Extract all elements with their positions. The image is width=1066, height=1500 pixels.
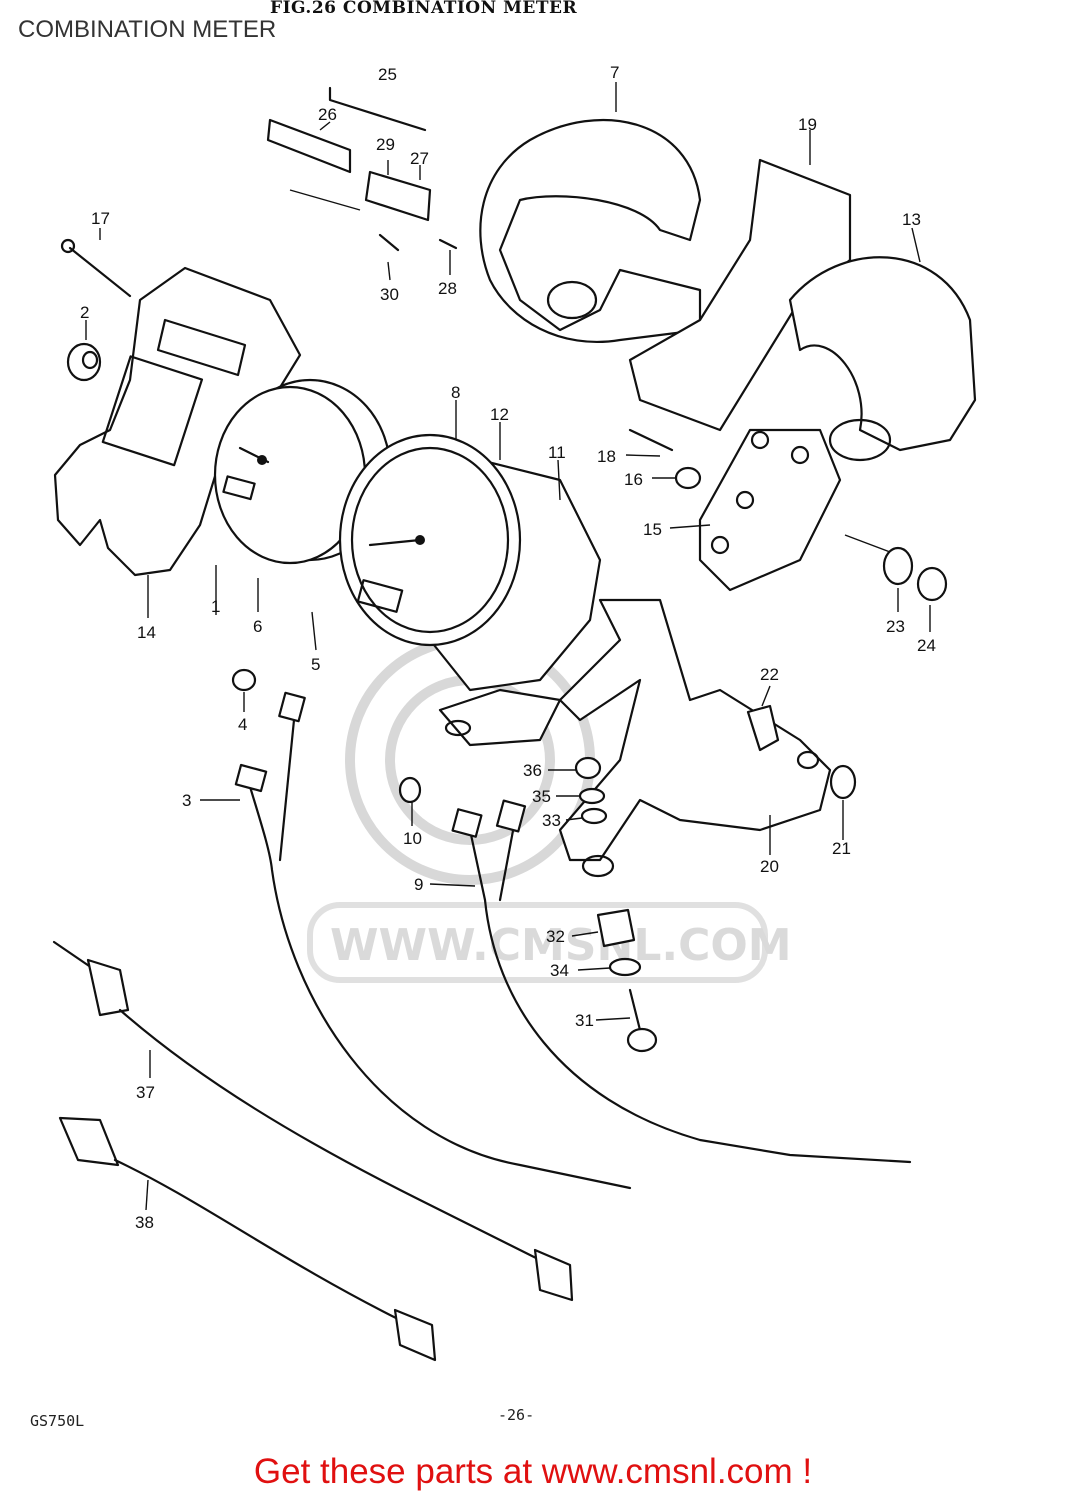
callout-28: 28: [438, 279, 457, 298]
callout-38: 38: [135, 1213, 154, 1232]
callout-6: 6: [253, 617, 262, 636]
callout-32: 32: [546, 927, 565, 946]
bulb-10: [398, 776, 422, 804]
cmsnl-link[interactable]: Get these parts at www.cmsnl.com !: [253, 1452, 813, 1491]
callout-21: 21: [832, 839, 851, 858]
cable-37: [52, 940, 574, 1302]
grommet-2: [66, 342, 102, 382]
callout-18: 18: [597, 447, 616, 466]
nut-36: [574, 756, 602, 780]
callout-17: 17: [91, 209, 110, 228]
callout-11: 11: [548, 443, 566, 462]
grommet-21: [829, 764, 857, 800]
washer-35: [578, 787, 606, 805]
callout-15: 15: [643, 520, 662, 539]
callout-20: 20: [760, 857, 779, 876]
upper-case-7: [479, 118, 702, 343]
callout-22: 22: [760, 665, 779, 684]
washer-23: [882, 546, 914, 586]
washer-33: [580, 807, 608, 825]
callout-1: 1: [211, 597, 220, 616]
harness-9: [451, 799, 912, 1164]
bracket-19: [628, 158, 852, 432]
model-code: GS750L: [30, 1412, 85, 1430]
speedometer: [338, 433, 602, 747]
callout-10: 10: [403, 829, 422, 848]
callout-31: 31: [575, 1011, 594, 1030]
mounting-bracket-20: [558, 598, 832, 878]
callout-27: 27: [410, 149, 429, 168]
callout-26: 26: [318, 105, 337, 124]
cable-38: [58, 1116, 437, 1362]
callout-14: 14: [137, 623, 156, 642]
bulb-16: [674, 466, 702, 490]
callout-30: 30: [380, 285, 399, 304]
cushion-32: [596, 908, 636, 948]
nut-24: [916, 566, 948, 602]
indicator-panel: [266, 86, 458, 252]
callout-3: 3: [182, 791, 191, 810]
callout-24: 24: [917, 636, 936, 655]
callout-9: 9: [414, 875, 423, 894]
callout-13: 13: [902, 210, 921, 229]
callout-25: 25: [378, 65, 397, 84]
callout-35: 35: [532, 787, 551, 806]
screw-17: [60, 238, 132, 298]
figure-header: FIG.26 COMBINATION METER: [270, 0, 578, 18]
clamp-22: [746, 704, 780, 752]
meter-cover-14: [53, 266, 302, 577]
callout-labels: 1 2 3 4 5 6 7 8 9 10 11 12 13 14 15 16 1…: [80, 63, 936, 1232]
callout-16: 16: [624, 470, 643, 489]
callout-12: 12: [490, 405, 509, 424]
bulb-4: [231, 668, 257, 692]
callout-34: 34: [550, 961, 569, 980]
callout-37: 37: [136, 1083, 155, 1102]
callout-19: 19: [798, 115, 817, 134]
callout-33: 33: [542, 811, 561, 830]
washer-34: [608, 957, 642, 977]
lower-case-13: [788, 256, 977, 462]
screw-18: [628, 428, 674, 452]
callout-23: 23: [886, 617, 905, 636]
callout-36: 36: [523, 761, 542, 780]
callout-8: 8: [451, 383, 460, 402]
leader-lines: [85, 82, 931, 1211]
watermark-text: WWW.CMSNL.COM: [330, 920, 792, 971]
callout-4: 4: [238, 715, 247, 734]
socket-assembly-15: [698, 428, 842, 592]
callout-29: 29: [376, 135, 395, 154]
page-title: COMBINATION METER: [18, 16, 277, 43]
callout-5: 5: [311, 655, 320, 674]
page-number: -26-: [498, 1406, 535, 1424]
callout-2: 2: [80, 303, 89, 322]
callout-7: 7: [610, 63, 619, 82]
harness-3: [234, 691, 632, 1190]
bolt-31: [626, 988, 658, 1053]
